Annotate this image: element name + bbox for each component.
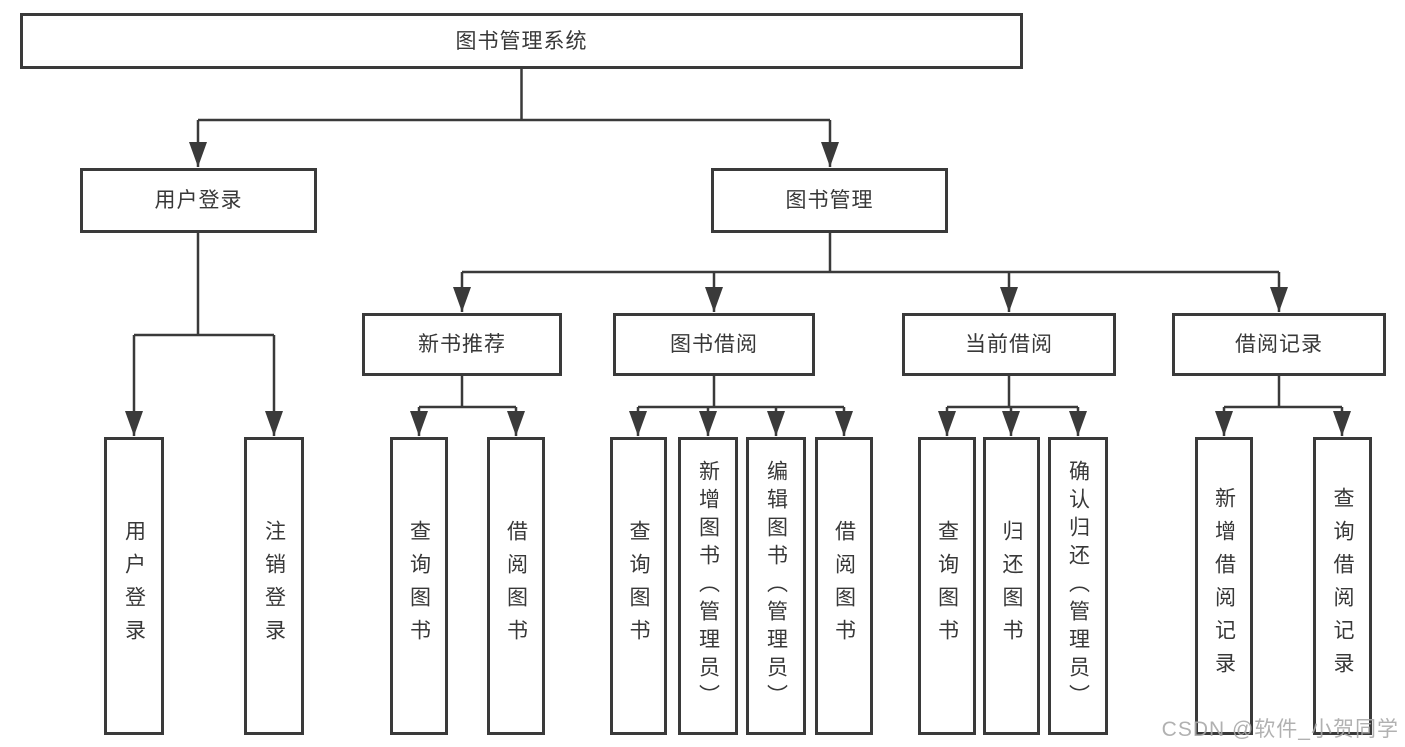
node-label: 图书管理系统 (455, 29, 588, 53)
node-label: 归还图书 (1000, 520, 1023, 652)
node-label: 当前借阅 (965, 333, 1053, 356)
node-book-management-system: 图书管理系统 (20, 13, 1023, 69)
node-label: 查询图书 (407, 520, 431, 652)
node-user-login-leaf: 用户登录 (104, 437, 164, 735)
node-current-borrowing: 当前借阅 (902, 313, 1116, 376)
node-edit-books-admin: 编辑图书（管理员） (746, 437, 806, 735)
node-add-borrow-record: 新增借阅记录 (1195, 437, 1253, 735)
node-borrowing-records: 借阅记录 (1172, 313, 1386, 376)
node-label: 借阅图书 (504, 520, 528, 652)
node-logout-leaf: 注销登录 (244, 437, 304, 735)
node-label: 用户登录 (122, 520, 146, 652)
node-book-management: 图书管理 (711, 168, 948, 233)
node-label: 借阅记录 (1235, 333, 1323, 356)
node-label: 编辑图书（管理员） (764, 460, 788, 712)
node-label: 新书推荐 (418, 333, 506, 356)
node-label: 借阅图书 (832, 520, 856, 652)
node-query-borrow-record: 查询借阅记录 (1313, 437, 1372, 735)
node-label: 查询借阅记录 (1331, 487, 1354, 685)
node-new-book-recommend: 新书推荐 (362, 313, 562, 376)
node-query-books-recommend: 查询图书 (390, 437, 448, 735)
node-return-books: 归还图书 (983, 437, 1040, 735)
node-label: 注销登录 (262, 520, 286, 652)
node-borrow-books-leaf: 借阅图书 (815, 437, 873, 735)
node-label: 图书管理 (785, 189, 874, 212)
node-borrow-books-recommend: 借阅图书 (487, 437, 545, 735)
node-label: 新增图书（管理员） (696, 460, 720, 712)
node-label: 用户登录 (154, 189, 243, 212)
node-query-books-borrowing: 查询图书 (610, 437, 667, 735)
node-book-borrowing: 图书借阅 (613, 313, 815, 376)
node-label: 确认归还（管理员） (1066, 460, 1090, 712)
node-query-books-current: 查询图书 (918, 437, 976, 735)
node-confirm-return-admin: 确认归还（管理员） (1048, 437, 1108, 735)
node-add-books-admin: 新增图书（管理员） (678, 437, 738, 735)
node-label: 图书借阅 (670, 333, 758, 356)
node-label: 新增借阅记录 (1212, 487, 1236, 685)
node-label: 查询图书 (627, 520, 650, 652)
node-label: 查询图书 (935, 520, 959, 652)
node-user-login: 用户登录 (80, 168, 317, 233)
